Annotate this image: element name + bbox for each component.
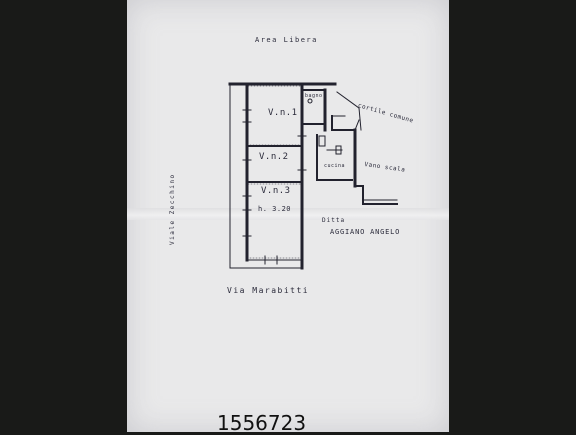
fixture [335,145,342,155]
via-label: Via Marabitti [227,286,310,295]
floor-plan-sheet: Area Libera cortile comune bagno V.n.1 V… [127,0,449,435]
room-2-label: V.n.2 [259,152,289,162]
annotation-line [354,119,360,131]
fixture [318,135,326,147]
floor-plan-drawing [228,82,398,270]
bagno-label: bagno [305,93,323,99]
paper-fold [127,208,449,220]
annotation-line [358,107,362,131]
area-libera-label: Area Libera [255,36,318,44]
owner-label: AGGIANO ANGELO [330,228,401,236]
annotation-line [336,91,360,109]
room-1-label: V.n.1 [268,108,298,118]
room-3-label: V.n.3 [261,186,291,196]
room-outline [247,183,302,259]
room-outline [247,85,302,146]
document-number: 1556723 [217,411,307,435]
cucina-label: cucina [324,163,346,169]
viale-label: Viale Zecchino [169,173,176,245]
ditta-label: Ditta [322,217,346,224]
fixture [307,98,313,104]
height-label: h. 3.20 [258,205,292,213]
